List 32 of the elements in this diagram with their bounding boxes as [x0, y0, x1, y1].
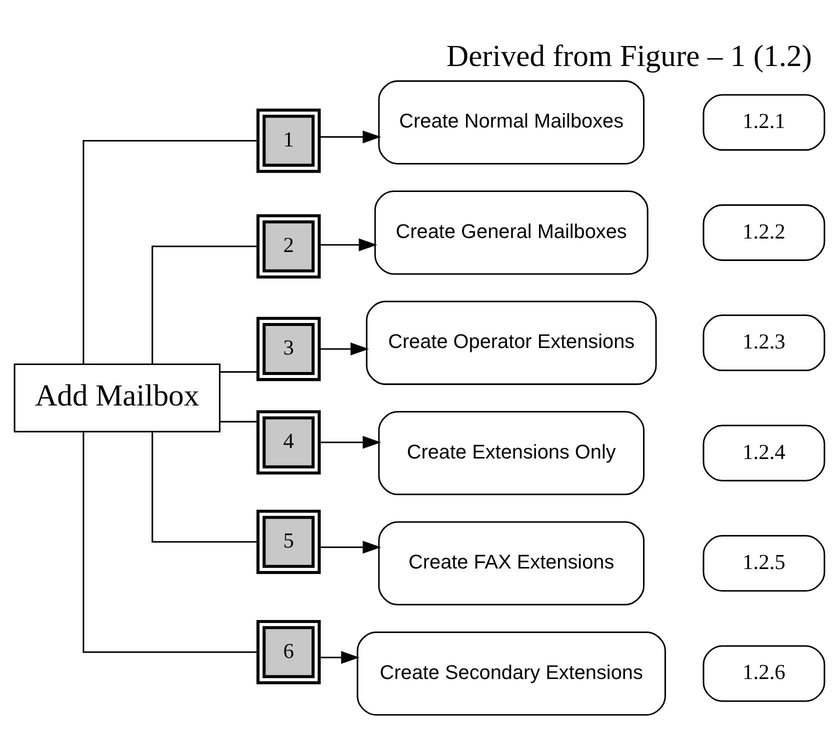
node-box: Create Secondary Extensions: [356, 631, 666, 716]
connector: [152, 432, 258, 543]
node-box: 2: [256, 214, 321, 279]
arrow: [320, 540, 382, 554]
node-box: Create FAX Extensions: [378, 521, 645, 606]
node-box: 1.2.5: [702, 534, 826, 592]
arrow: [320, 130, 382, 144]
node-box: 5: [256, 510, 321, 574]
node-box: 3: [256, 316, 321, 382]
arrow: [320, 436, 382, 449]
node-box: 6: [256, 620, 321, 684]
node-box: 4: [256, 410, 321, 474]
node-box: 1.2.4: [702, 424, 826, 482]
connector: [82, 140, 258, 364]
connector: [220, 371, 258, 373]
node-box: Create Normal Mailboxes: [378, 80, 645, 164]
arrow: [320, 342, 369, 356]
node-box: 1: [256, 108, 321, 173]
connector: [82, 432, 258, 653]
node-box: 1.2.3: [702, 314, 826, 372]
arrow: [320, 238, 378, 252]
arrow: [320, 651, 360, 664]
connector: [220, 420, 258, 422]
node-box: Create General Mailboxes: [374, 190, 648, 275]
node-box: 1.2.1: [702, 94, 826, 151]
node-box: 1.2.2: [702, 204, 826, 261]
node-box: Add Mailbox: [14, 364, 220, 432]
diagram-title: Derived from Figure – 1 (1.2): [446, 38, 812, 73]
node-box: Create Operator Extensions: [366, 300, 657, 385]
node-box: 1.2.6: [702, 645, 826, 702]
connector: [152, 246, 258, 364]
node-box: Create Extensions Only: [378, 410, 645, 496]
